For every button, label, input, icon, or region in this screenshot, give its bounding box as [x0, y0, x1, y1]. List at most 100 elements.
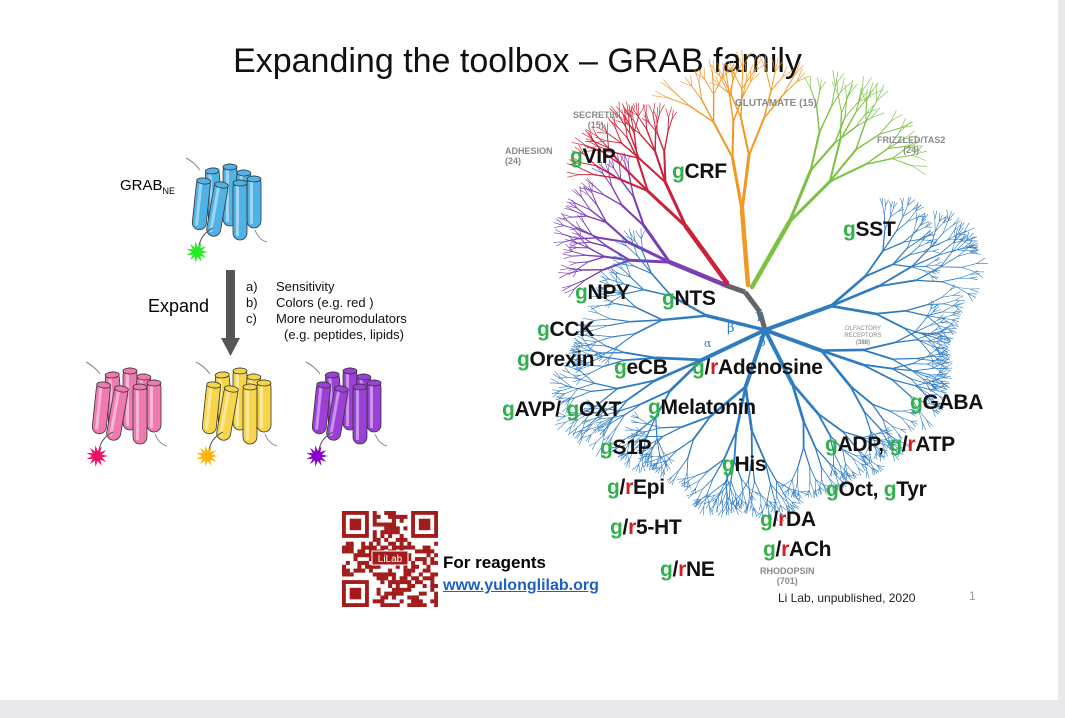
tree-branch: [697, 488, 704, 499]
tree-branch: [614, 273, 624, 285]
tree-branch: [899, 117, 906, 132]
tree-branch: [609, 426, 618, 436]
tree-branch: [638, 452, 644, 465]
qr-module: [403, 580, 408, 585]
tree-branch: [610, 105, 620, 117]
tree-branch: [607, 356, 611, 366]
qr-module: [388, 603, 393, 607]
tree-branch: [608, 284, 622, 294]
tree-branch: [941, 317, 951, 324]
tree-branch: [669, 478, 675, 484]
tree-branch: [733, 430, 738, 463]
tree-branch: [934, 384, 941, 388]
tree-branch: [900, 428, 906, 433]
tree-branch: [946, 209, 949, 221]
tree-branch: [927, 396, 938, 404]
tree-branch: [609, 293, 625, 297]
tree-branch: [734, 385, 747, 433]
purple-receptor: [305, 361, 388, 467]
tree-branch: [938, 216, 946, 222]
tree-branch: [588, 356, 603, 363]
tree-branch: [578, 330, 585, 336]
qr-module: [422, 583, 427, 588]
tree-branch: [723, 458, 728, 479]
tree-branch: [634, 319, 664, 335]
qr-module: [342, 568, 347, 573]
tree-branch: [747, 495, 751, 507]
tree-branch: [597, 127, 608, 134]
helix-top: [132, 383, 148, 391]
tree-branch: [667, 117, 670, 133]
tree-branch: [589, 411, 604, 417]
tree-branch: [903, 231, 917, 243]
tree-branch: [590, 306, 599, 314]
qr-module: [365, 545, 370, 550]
tree-branch: [817, 77, 821, 91]
tree-branch: [854, 454, 863, 462]
tree-branch: [864, 456, 871, 462]
tree-branch: [865, 101, 867, 122]
tree-branch: [603, 194, 623, 207]
tree-branch: [844, 470, 851, 475]
qr-module: [384, 511, 389, 516]
sensor-name: Melatonin: [660, 396, 757, 419]
tree-branch: [874, 439, 885, 441]
tree-branch: [910, 420, 916, 428]
sensor-name: /: [775, 538, 782, 561]
tree-branch: [662, 451, 666, 461]
qr-module: [403, 568, 408, 573]
tree-branch: [595, 336, 613, 343]
tree-branch: [743, 328, 767, 389]
tree-branch: [831, 463, 834, 472]
tree-branch: [786, 505, 794, 510]
tree-branch: [563, 238, 579, 243]
qr-code[interactable]: LiLab: [342, 511, 438, 607]
qr-module: [434, 595, 438, 600]
tree-branch: [898, 121, 913, 129]
lab-website-link[interactable]: www.yulonglilab.org: [443, 577, 599, 594]
tree-branch: [900, 428, 907, 431]
tree-branch: [882, 241, 905, 252]
qr-module: [407, 595, 412, 600]
family-olfactory: OLFACTORY RECEPTORS (388): [838, 326, 888, 347]
tree-branch: [718, 500, 724, 507]
tree-branch: [899, 446, 904, 454]
tree-branch: [644, 446, 654, 451]
tree-branch: [753, 507, 757, 516]
tree-branch: [616, 126, 628, 139]
tree-branch: [837, 92, 842, 114]
tree-branch: [583, 320, 595, 326]
qr-module: [384, 526, 389, 531]
tree-branch: [562, 370, 571, 374]
tree-branch: [613, 151, 640, 159]
qr-module: [345, 549, 350, 554]
red-prefix: r: [625, 476, 633, 499]
tree-branch: [719, 85, 732, 96]
red-receptor: [85, 361, 168, 467]
tree-branch: [621, 164, 649, 193]
tree-branch: [642, 452, 648, 459]
tree-branch: [820, 349, 864, 366]
tree-branch: [609, 436, 613, 445]
tree-branch: [766, 483, 771, 501]
tree-branch: [926, 359, 936, 365]
tree-branch: [569, 372, 580, 380]
tree-branch: [924, 402, 934, 411]
tree-branch: [678, 457, 689, 471]
tree-branch: [598, 163, 608, 172]
tree-branch: [887, 145, 909, 150]
tree-branch: [569, 419, 579, 421]
tree-branch: [891, 158, 913, 167]
tree-branch: [926, 419, 931, 428]
tree-branch: [770, 71, 776, 92]
tree-branch: [922, 214, 928, 222]
tree-branch: [877, 279, 917, 288]
qr-module: [395, 583, 400, 588]
qr-module: [422, 557, 427, 562]
qr-module: [388, 580, 393, 585]
tree-branch: [763, 328, 824, 353]
qr-module: [411, 560, 416, 565]
qr-module: [411, 564, 416, 569]
tree-branch: [678, 478, 686, 483]
tree-branch: [841, 481, 847, 488]
